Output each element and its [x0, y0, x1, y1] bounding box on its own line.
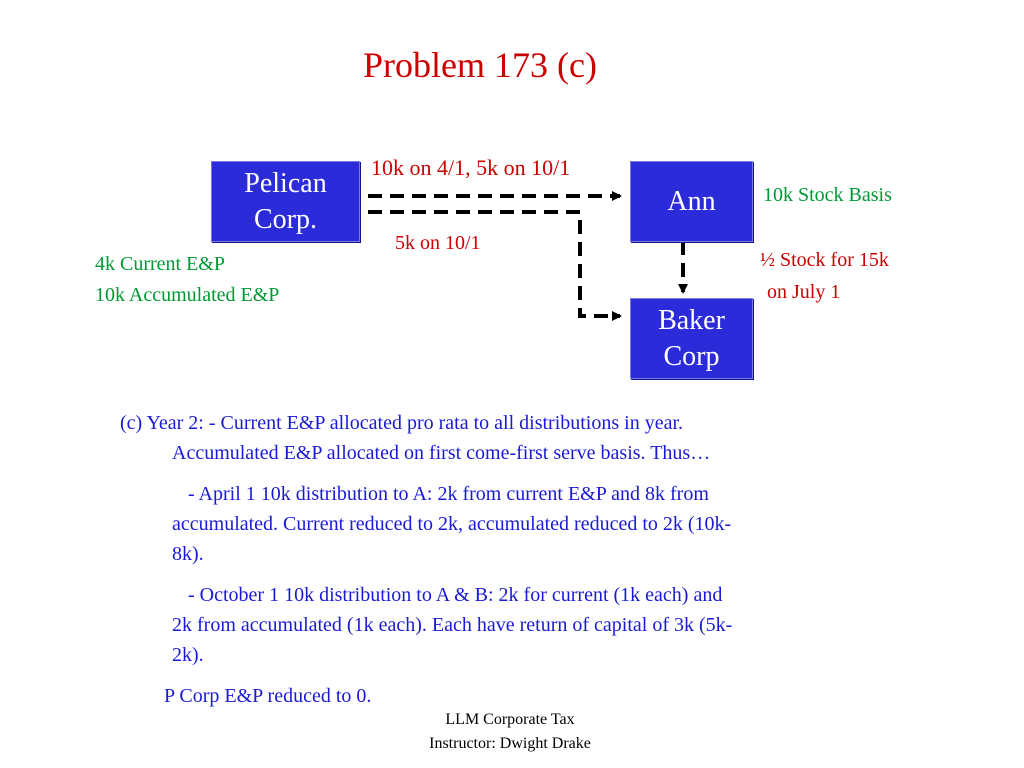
footer-instructor: Instructor: Dwight Drake [429, 735, 591, 752]
ann-to-baker-label-line1: ½ Stock for 15k [760, 249, 889, 271]
para2-line1: - April 1 10k distribution to A: 2k from… [188, 483, 709, 505]
slide-title: Problem 173 (c) [363, 45, 597, 85]
para1-line2: Accumulated E&P allocated on first come-… [172, 442, 711, 464]
ann-to-baker-label-line2: on July 1 [767, 281, 841, 303]
para2-line2: accumulated. Current reduced to 2k, accu… [172, 513, 732, 535]
explanation-paragraph-2: - April 1 10k distribution to A: 2k from… [172, 479, 912, 569]
slide-footer: LLM Corporate Tax Instructor: Dwight Dra… [350, 708, 670, 756]
para3-line1: - October 1 10k distribution to A & B: 2… [188, 584, 723, 606]
pelican-accumulated-ep-label: 10k Accumulated E&P [95, 284, 280, 306]
footer-course: LLM Corporate Tax [445, 711, 575, 728]
pelican-current-ep-label: 4k Current E&P [95, 253, 225, 275]
ann-stock-basis-label: 10k Stock Basis [763, 184, 892, 206]
para2-line3: 8k). [172, 543, 204, 565]
baker-corp-node: Baker Corp [630, 298, 753, 379]
baker-corp-label: Baker Corp [658, 304, 725, 372]
para1-line1: (c) Year 2: - Current E&P allocated pro … [120, 412, 684, 434]
para3-line3: 2k). [172, 644, 204, 666]
ann-node: Ann [630, 161, 753, 242]
arrow-pelican-to-baker [368, 210, 622, 321]
pelican-corp-label: Pelican Corp. [244, 167, 327, 235]
conclusion-line: P Corp E&P reduced to 0. [164, 685, 372, 707]
ann-label: Ann [667, 185, 716, 217]
para3-line2: 2k from accumulated (1k each). Each have… [172, 614, 733, 636]
explanation-paragraph-1: (c) Year 2: - Current E&P allocated pro … [120, 408, 880, 468]
pelican-to-baker-label: 5k on 10/1 [395, 232, 481, 254]
explanation-paragraph-3: - October 1 10k distribution to A & B: 2… [172, 580, 912, 670]
pelican-corp-node: Pelican Corp. [211, 161, 360, 242]
pelican-to-ann-label: 10k on 4/1, 5k on 10/1 [371, 155, 571, 180]
